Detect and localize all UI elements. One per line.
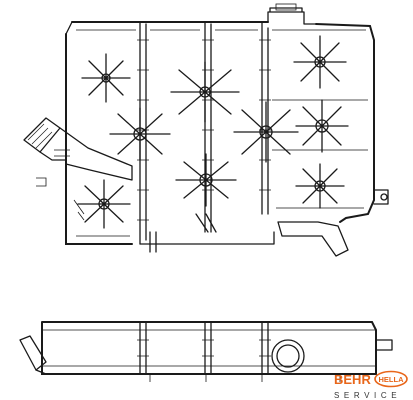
side-view [19,321,393,382]
top-view [23,3,389,257]
star-strut-2 [170,61,240,123]
side-fitting-left [36,177,85,221]
internal-baffles [139,21,269,245]
star-strut-3 [109,107,171,161]
star-strut-8 [295,163,345,209]
outlet-pipe-bottom [139,213,349,257]
tank-left-corner [65,21,73,35]
internal-star-struts [77,35,349,229]
star-strut-7 [175,153,237,207]
side-view-flange [42,329,376,367]
star-strut-9 [77,179,131,229]
behr-hella-logo: BEHR HELLA SERVICE [334,370,408,400]
side-view-filler-neck [271,339,305,373]
star-strut-5 [293,35,347,89]
side-view-port [375,339,393,351]
hella-wordmark: HELLA [379,375,405,384]
hella-oval-logo [374,370,408,388]
filler-neck [267,7,317,25]
star-strut-4 [233,101,299,163]
inlet-hose-left [23,117,133,181]
side-view-baffles [139,321,269,375]
star-strut-6 [295,99,349,153]
filler-neck-cap [275,3,297,11]
star-strut-1 [81,53,131,103]
side-view-inlet [19,335,47,375]
tank-outline-top-view [65,21,375,245]
side-view-rivets [137,339,271,357]
behr-wordmark: BEHR [334,372,371,387]
horizontal-rib-right [272,99,368,151]
side-view-legs [149,374,341,382]
side-port-right [373,189,389,205]
baffle-rivets [137,39,271,221]
service-label: SERVICE [334,391,401,400]
